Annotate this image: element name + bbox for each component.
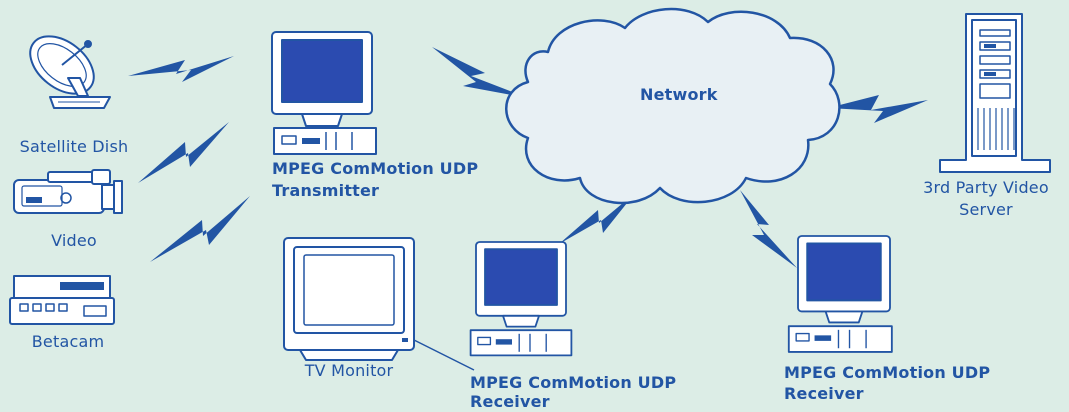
camcorder-icon xyxy=(13,169,123,214)
receiver1-label-line2: Receiver xyxy=(470,392,550,411)
network-cloud-icon xyxy=(505,7,841,205)
wireless-link-video-transmitter xyxy=(138,122,229,183)
tv-monitor-icon xyxy=(283,237,415,361)
betacam-label: Betacam xyxy=(31,332,105,351)
tv-monitor-label: TV Monitor xyxy=(304,361,394,380)
computer-icon xyxy=(787,235,893,353)
av-cable xyxy=(413,339,475,371)
wireless-link-betacam-transmitter xyxy=(150,196,250,262)
wireless-link-transmitter-network xyxy=(432,47,528,98)
video-label: Video xyxy=(51,231,97,250)
wireless-link-network-receiver2 xyxy=(740,190,797,268)
receiver2-label-line2: Receiver xyxy=(784,384,864,403)
receiver1-label-line1: MPEG ComMotion UDP xyxy=(470,373,677,392)
network-label: Network xyxy=(640,85,718,104)
computer-icon xyxy=(271,31,377,155)
wireless-link-dish-transmitter xyxy=(128,56,234,82)
computer-icon xyxy=(469,241,573,357)
transmitter-label-line2: Transmitter xyxy=(272,181,380,200)
video-server-label-line1: 3rd Party Video xyxy=(923,178,1049,197)
wireless-link-network-receiver1 xyxy=(559,193,635,244)
betacam-deck-icon xyxy=(9,275,115,325)
satellite-dish-label: Satellite Dish xyxy=(19,137,129,156)
satellite-dish-icon xyxy=(29,35,111,109)
video-server-label-line2: Server xyxy=(959,200,1013,219)
transmitter-label-line1: MPEG ComMotion UDP xyxy=(272,159,479,178)
wireless-link-network-server xyxy=(828,95,928,123)
receiver2-label-line1: MPEG ComMotion UDP xyxy=(784,363,991,382)
server-tower-icon xyxy=(939,13,1051,173)
